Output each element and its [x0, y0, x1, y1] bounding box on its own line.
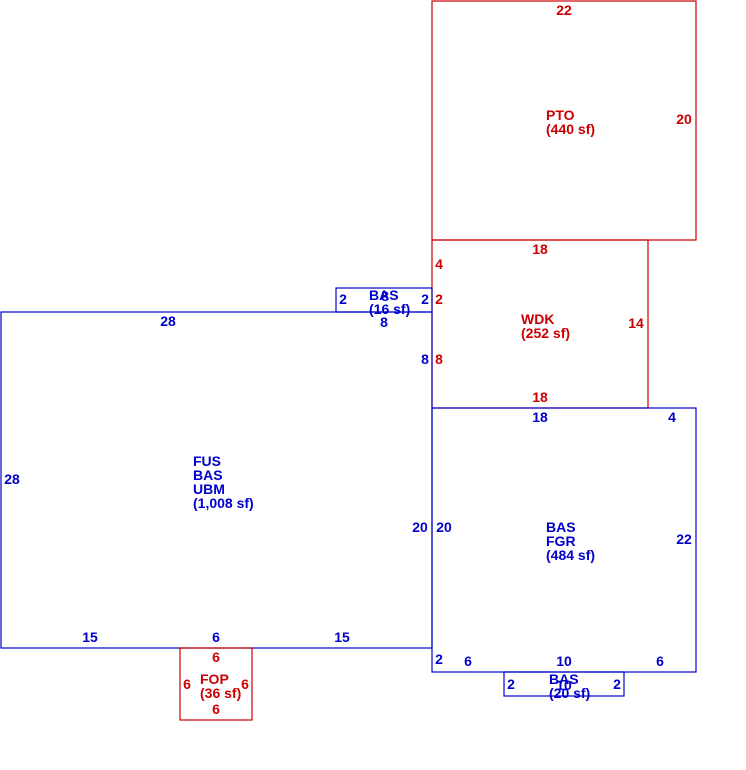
dim-bas-top-right: 2: [421, 291, 429, 307]
dim-fus-bottom-left: 15: [82, 629, 98, 645]
fgr-area-label: BAS FGR (484 sf): [546, 519, 595, 563]
dim-wdk-left-a: 4: [435, 256, 443, 272]
dim-fgr-bottom-mid: 10: [556, 653, 572, 669]
fop-area-label: FOP (36 sf): [200, 671, 241, 701]
dim-fgr-left-bottom: 2: [435, 651, 443, 667]
dim-fgr-top: 18: [532, 409, 548, 425]
fus-area-label: FUS BAS UBM (1,008 sf): [193, 453, 254, 511]
dim-fgr-top-right: 4: [668, 409, 676, 425]
dim-pto-right: 20: [676, 111, 692, 127]
dim-fgr-bottom-left: 6: [464, 653, 472, 669]
wdk-area-label: WDK (252 sf): [521, 311, 570, 341]
dim-wdk-right: 14: [628, 315, 644, 331]
dim-fus-top: 28: [160, 313, 176, 329]
dim-bas-bottom-left: 2: [507, 676, 515, 692]
dim-fus-left: 28: [4, 471, 20, 487]
dim-fus-right: 20: [412, 519, 428, 535]
dim-bas-bottom-right: 2: [613, 676, 621, 692]
fop-area-outline: [179, 647, 253, 721]
dim-pto-top: 22: [556, 2, 572, 18]
dim-bas-top-left: 2: [339, 291, 347, 307]
dim-fop-right: 6: [241, 676, 249, 692]
dim-fus-bottom-right: 15: [334, 629, 350, 645]
dim-wdk-left-c: 8: [435, 351, 443, 367]
dim-fgr-bottom-right: 6: [656, 653, 664, 669]
dim-wdk-bottom: 18: [532, 389, 548, 405]
dim-fus-bottom-mid: 6: [212, 629, 220, 645]
dim-fop-bottom: 6: [212, 701, 220, 717]
dim-bas-top-top: 8: [381, 288, 389, 304]
dim-fop-top: 6: [212, 649, 220, 665]
bas-bottom-area-label: BAS (20 sf): [549, 671, 590, 701]
dim-fus-right-upper: 8: [421, 351, 429, 367]
dim-wdk-top: 18: [532, 241, 548, 257]
dim-fgr-left: 20: [436, 519, 452, 535]
dim-bas-bottom-top: 10: [556, 677, 572, 693]
bas-top-area-label: BAS (16 sf): [369, 287, 410, 317]
dim-fop-left: 6: [183, 676, 191, 692]
bas-bottom-area-outline: [503, 671, 625, 697]
pto-area-label: PTO (440 sf): [546, 107, 595, 137]
dim-fgr-right: 22: [676, 531, 692, 547]
dim-wdk-left-b: 2: [435, 291, 443, 307]
dim-bas-top-bottom: 8: [380, 314, 388, 330]
